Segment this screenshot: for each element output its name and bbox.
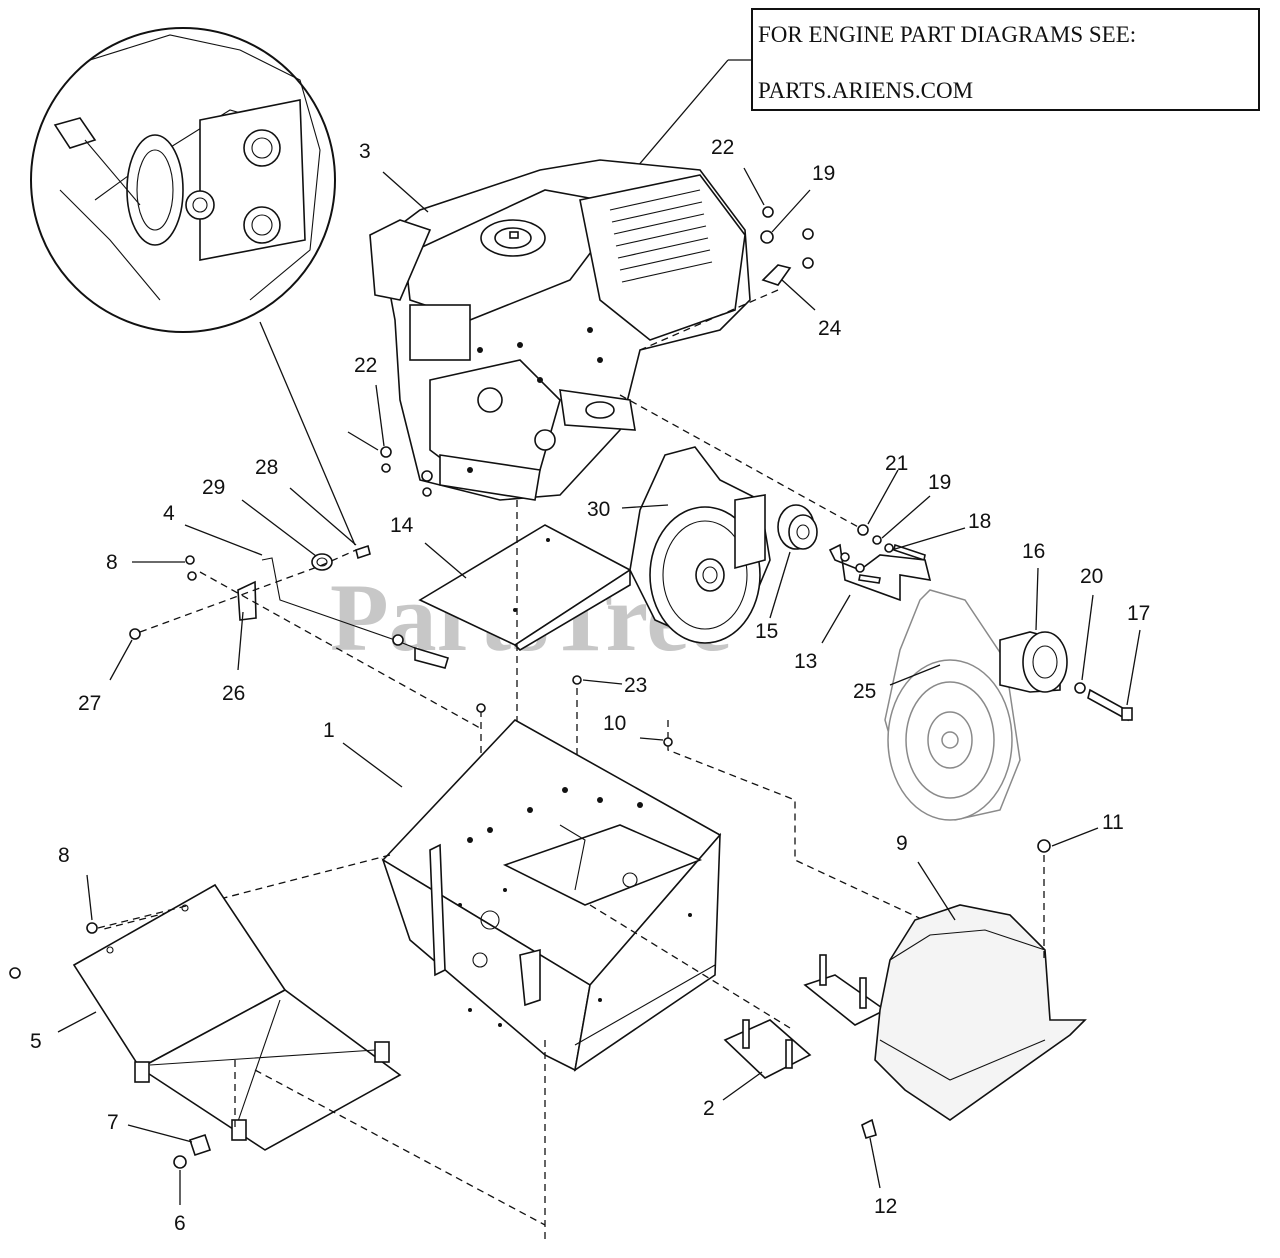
callout-30: 30 bbox=[587, 498, 610, 521]
cable-assembly bbox=[109, 487, 481, 729]
drive-pulley-assembly bbox=[621, 446, 771, 644]
callout-22-top: 22 bbox=[711, 136, 734, 159]
callout-12: 12 bbox=[874, 1195, 897, 1218]
callout-10: 10 bbox=[603, 712, 626, 735]
upper-right-fasteners bbox=[639, 167, 816, 351]
bottom-pan bbox=[9, 874, 546, 1226]
detail-view-circle bbox=[30, 27, 356, 546]
callout-15: 15 bbox=[755, 620, 778, 643]
callout-14: 14 bbox=[390, 514, 414, 537]
main-frame bbox=[99, 718, 791, 1240]
callout-17: 17 bbox=[1127, 602, 1150, 625]
callout-26: 26 bbox=[222, 682, 245, 705]
callout-21: 21 bbox=[885, 452, 908, 475]
callout-8-lower: 8 bbox=[58, 844, 70, 867]
bracket-9-mount bbox=[803, 954, 887, 1026]
callout-11: 11 bbox=[1102, 811, 1124, 834]
callout-24: 24 bbox=[818, 317, 842, 340]
engine-diagram-note: FOR ENGINE PART DIAGRAMS SEE: PARTS.ARIE… bbox=[574, 8, 1260, 241]
callout-19-top: 19 bbox=[812, 162, 835, 185]
engine-assembly bbox=[369, 159, 751, 501]
callout-29: 29 bbox=[202, 476, 225, 499]
belt-cover bbox=[861, 827, 1099, 1189]
callout-1: 1 bbox=[323, 719, 335, 742]
callout-9: 9 bbox=[896, 832, 908, 855]
idler-bracket-hardware bbox=[619, 394, 966, 644]
engine-plate bbox=[418, 524, 632, 652]
bracket-2 bbox=[722, 1019, 812, 1101]
callout-2: 2 bbox=[703, 1097, 715, 1120]
callout-25: 25 bbox=[853, 680, 876, 703]
callout-18: 18 bbox=[968, 510, 991, 533]
callout-8-upper: 8 bbox=[106, 551, 118, 574]
callout-22-lower: 22 bbox=[354, 354, 377, 377]
callout-23: 23 bbox=[624, 674, 647, 697]
callout-5: 5 bbox=[30, 1030, 42, 1053]
callout-7: 7 bbox=[107, 1111, 119, 1134]
callout-16: 16 bbox=[1022, 540, 1045, 563]
callout-19-right: 19 bbox=[928, 471, 951, 494]
engine-mount-fasteners bbox=[347, 384, 433, 497]
callout-13: 13 bbox=[794, 650, 817, 673]
callout-20: 20 bbox=[1080, 565, 1103, 588]
callout-4: 4 bbox=[163, 502, 175, 525]
note-line-2[interactable]: PARTS.ARIENS.COM bbox=[758, 78, 973, 103]
callout-27: 27 bbox=[78, 692, 101, 715]
callout-6: 6 bbox=[174, 1212, 186, 1235]
callout-3: 3 bbox=[359, 140, 371, 163]
callout-28: 28 bbox=[255, 456, 278, 479]
callout-labels: 3 22 19 24 22 28 29 4 8 27 26 14 30 15 2… bbox=[30, 136, 1150, 1235]
auger-belt-and-pulley bbox=[884, 567, 1141, 821]
frame-fasteners bbox=[476, 675, 673, 747]
pulley-15 bbox=[769, 504, 818, 619]
note-line-1: FOR ENGINE PART DIAGRAMS SEE: bbox=[758, 22, 1136, 47]
